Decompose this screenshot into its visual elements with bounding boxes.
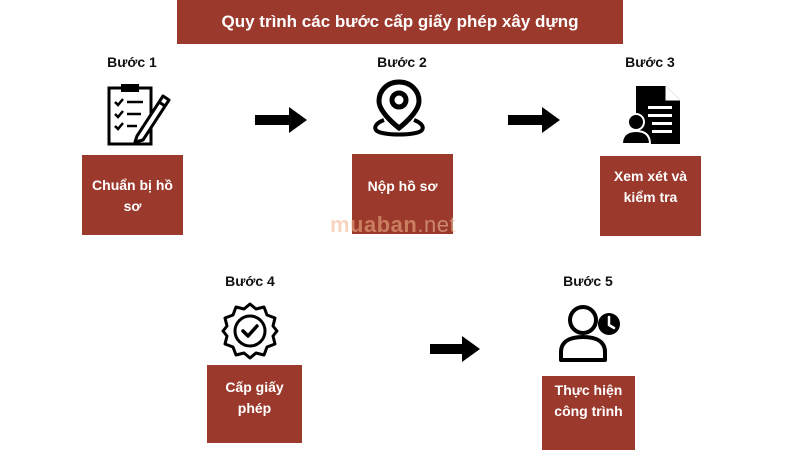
diagram-title: Quy trình các bước cấp giấy phép xây dựn… xyxy=(177,0,623,44)
step-5-box: Thực hiện công trình xyxy=(542,376,635,450)
step-1-label: Bước 1 xyxy=(107,54,157,70)
certified-badge-icon xyxy=(221,302,279,360)
step-4-label: Bước 4 xyxy=(225,273,275,289)
step-2-box: Nộp hồ sơ xyxy=(352,154,453,234)
arrow-right-icon xyxy=(430,336,480,362)
document-person-icon xyxy=(622,86,680,145)
step-3-label: Bước 3 xyxy=(625,54,675,70)
user-clock-icon xyxy=(559,305,620,362)
arrow-right-icon xyxy=(255,107,307,133)
step-2-label: Bước 2 xyxy=(377,54,427,70)
map-pin-icon xyxy=(373,79,425,137)
watermark-logo: muaban.net xyxy=(330,212,457,237)
step-3-box: Xem xét và kiểm tra xyxy=(600,156,701,236)
checklist-icon xyxy=(107,84,171,146)
step-1-box: Chuẩn bị hồ sơ xyxy=(82,155,183,235)
step-5-label: Bước 5 xyxy=(563,273,613,289)
step-4-box: Cấp giấy phép xyxy=(207,365,302,443)
arrow-right-icon xyxy=(508,107,560,133)
